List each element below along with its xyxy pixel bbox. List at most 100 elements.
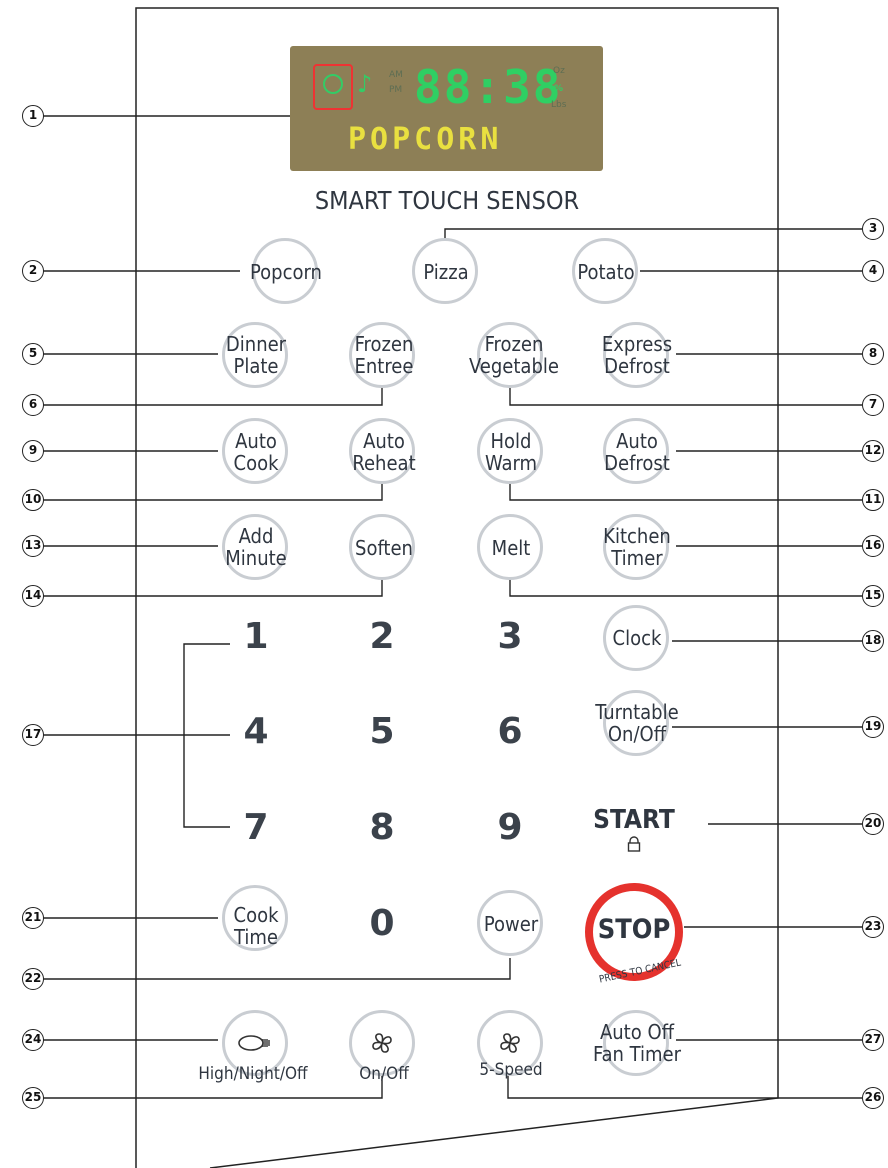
hold-warm-label: Hold Warm [484,429,538,475]
callout-8: 8 [862,343,884,365]
number-key-0[interactable]: 0 [369,903,395,944]
stop-label[interactable]: STOP [597,914,671,945]
callout-22: 22 [22,968,44,990]
callout-12: 12 [862,440,884,462]
callout-10: 10 [22,489,44,511]
auto-off-fan-timer-label: Auto Off Fan Timer [592,1020,682,1066]
leader-14 [35,574,383,597]
hold-warm-button[interactable] [477,418,543,484]
callout-2: 2 [22,260,44,282]
callout-1: 1 [22,105,44,127]
power-button[interactable] [477,890,543,956]
callout-16: 16 [862,535,884,557]
callout-18: 18 [862,630,884,652]
number-key-3[interactable]: 3 [497,616,523,657]
unit-percent: % [554,84,564,94]
panel-title: SMART TOUCH SENSOR [314,186,580,215]
leader-22 [35,958,511,980]
auto-cook-button[interactable] [222,418,288,484]
express-defrost-label: Express Defrost [601,332,673,378]
leader-26 [507,1074,862,1099]
turntable-button[interactable] [603,690,669,756]
leader-11 [509,478,862,501]
frozen-vegetable-label: Frozen Vegetable [469,332,559,378]
callout-23: 23 [862,916,884,938]
kitchen-timer-label: Kitchen Timer [603,524,671,570]
potato-button[interactable] [572,238,638,304]
start-label[interactable]: START [593,805,675,835]
display-word: POPCORN [348,122,503,157]
unit-lbs: Lbs [551,100,567,110]
number-key-8[interactable]: 8 [369,807,395,848]
callout-6: 6 [22,394,44,416]
callout-14: 14 [22,585,44,607]
leader-25 [35,1074,383,1099]
auto-reheat-label: Auto Reheat [352,429,416,475]
auto-defrost-button[interactable] [603,418,669,484]
clock-label: Clock [612,626,662,650]
auto-defrost-label: Auto Defrost [604,429,670,475]
popcorn-button[interactable] [252,238,318,304]
turntable-label: Turntable On/Off [595,700,679,746]
callout-11: 11 [862,489,884,511]
callout-9: 9 [22,440,44,462]
callout-26: 26 [862,1087,884,1109]
number-key-2[interactable]: 2 [369,616,395,657]
frozen-entree-button[interactable] [349,322,415,388]
frozen-vegetable-button[interactable] [477,322,543,388]
number-key-1[interactable]: 1 [243,616,269,657]
add-minute-label: Add Minute [225,524,287,570]
lock-icon [627,836,641,852]
callout-13: 13 [22,535,44,557]
panel-outline [135,7,779,1168]
callout-17: 17 [22,724,44,746]
clock-button[interactable] [603,605,669,671]
auto-reheat-button[interactable] [349,418,415,484]
melt-label: Melt [491,536,531,560]
callout-15: 15 [862,585,884,607]
cook-time-label: Cook Time [233,903,279,949]
soften-label: Soften [355,536,413,560]
clock-symbol-icon: ♪ [357,70,373,98]
leader-7 [509,384,862,406]
display-time: 88:38 [414,60,563,114]
pizza-button[interactable] [412,238,478,304]
pm-indicator: PM [389,85,403,95]
callout-25: 25 [22,1087,44,1109]
fan-speed-sublabel: 5-Speed [479,1060,543,1080]
fan-icon-speed [500,1033,520,1053]
power-label: Power [483,912,539,936]
fan-icon [323,74,343,94]
callout-27: 27 [862,1029,884,1051]
number-key-7[interactable]: 7 [243,807,269,848]
add-minute-button[interactable] [222,514,288,580]
light-button[interactable] [222,1010,288,1076]
light-sublabel: High/Night/Off [198,1064,308,1084]
soften-button[interactable] [349,514,415,580]
auto-cook-label: Auto Cook [233,429,279,475]
leader-15 [509,574,862,597]
frozen-entree-label: Frozen Entree [354,332,414,378]
number-key-9[interactable]: 9 [497,807,523,848]
auto-off-fan-timer-button[interactable] [603,1010,669,1076]
stop-button-ring [585,883,683,981]
leader-6 [35,384,383,406]
potato-label: Potato [577,260,635,284]
light-bulb-icon [238,1035,270,1051]
cook-time-button[interactable] [222,885,288,951]
fan-onoff-sublabel: On/Off [359,1064,409,1084]
melt-button[interactable] [477,514,543,580]
callout-24: 24 [22,1029,44,1051]
sensor-icon [313,64,353,110]
number-key-4[interactable]: 4 [243,711,269,752]
pizza-label: Pizza [423,260,469,284]
number-key-6[interactable]: 6 [497,711,523,752]
express-defrost-button[interactable] [603,322,669,388]
dinner-plate-label: Dinner Plate [225,332,287,378]
callout-20: 20 [862,813,884,835]
unit-oz: Oz [553,66,565,76]
number-key-5[interactable]: 5 [369,711,395,752]
callout-19: 19 [862,716,884,738]
kitchen-timer-button[interactable] [603,514,669,580]
dinner-plate-button[interactable] [222,322,288,388]
